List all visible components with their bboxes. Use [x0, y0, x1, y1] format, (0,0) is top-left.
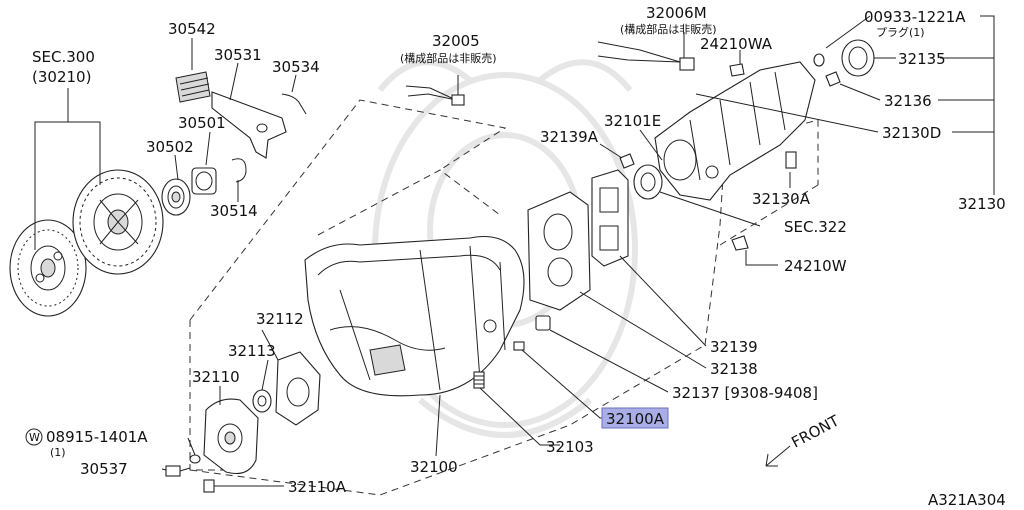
label-30534[interactable]: 30534: [272, 58, 320, 76]
harness-32005-part[interactable]: [405, 85, 465, 106]
label-32100[interactable]: 32100: [410, 458, 458, 476]
label-24210WA[interactable]: 24210WA: [700, 35, 773, 53]
bolt-32130A-part[interactable]: [785, 151, 797, 169]
bolt-32139A-part[interactable]: [619, 153, 635, 169]
callout-labels: SEC.300 (30210) 30542 30531 30534 30501 …: [25, 4, 1006, 509]
dust-boot-part[interactable]: [175, 71, 211, 103]
label-32137[interactable]: 32137 [9308-9408]: [672, 384, 818, 402]
label-08915-1401A[interactable]: 08915-1401A: [46, 428, 148, 446]
label-32005[interactable]: 32005: [432, 32, 480, 50]
label-32110A[interactable]: 32110A: [288, 478, 347, 496]
bolt-30537-part[interactable]: [165, 465, 191, 477]
label-32139[interactable]: 32139: [710, 338, 758, 356]
label-30514[interactable]: 30514: [210, 202, 258, 220]
oil-seal-part[interactable]: [252, 389, 272, 413]
front-label: FRONT: [788, 411, 842, 451]
harness-32006M-part[interactable]: [597, 41, 695, 71]
bracket-24210WA-part[interactable]: [729, 63, 745, 77]
front-cover-part[interactable]: [203, 398, 259, 475]
label-30501[interactable]: 30501: [178, 114, 226, 132]
gasket-part[interactable]: [275, 351, 321, 426]
retainer-spring-part[interactable]: [281, 93, 307, 115]
release-bearing-part[interactable]: [161, 178, 191, 216]
bolt-32110A-part[interactable]: [203, 479, 215, 493]
label-32138[interactable]: 32138: [710, 360, 758, 378]
label-32139A[interactable]: 32139A: [540, 128, 599, 146]
label-sec322[interactable]: SEC.322: [784, 218, 847, 236]
rear-extension-part[interactable]: [654, 61, 816, 201]
bearing-sleeve-part[interactable]: [191, 167, 217, 195]
clip-part[interactable]: [231, 158, 247, 183]
label-32130[interactable]: 32130: [958, 195, 1006, 213]
label-sec300-sub: (30210): [32, 68, 91, 86]
label-32110[interactable]: 32110: [192, 368, 240, 386]
label-30542[interactable]: 30542: [168, 20, 216, 38]
clutch-cover-part[interactable]: [72, 169, 164, 275]
label-08915-prefix: W: [29, 431, 40, 444]
washer-part[interactable]: [189, 454, 201, 464]
label-32006M[interactable]: 32006M: [646, 4, 707, 22]
label-32112[interactable]: 32112: [256, 310, 304, 328]
label-30537[interactable]: 30537: [80, 460, 128, 478]
release-lever-part[interactable]: [211, 91, 287, 159]
label-32006M-note: (構成部品は非販売): [620, 22, 717, 36]
label-32136[interactable]: 32136: [884, 92, 932, 110]
bolt-32136-part[interactable]: [825, 71, 841, 87]
label-32005-note: (構成部品は非販売): [400, 51, 497, 65]
label-32130A[interactable]: 32130A: [752, 190, 811, 208]
diagram-code: A321A304: [928, 491, 1006, 509]
label-24210W[interactable]: 24210W: [784, 257, 847, 275]
front-direction-arrow: FRONT: [765, 411, 843, 467]
label-32100A-highlight: [601, 407, 669, 429]
leader-lines: [34, 15, 995, 487]
label-32130D[interactable]: 32130D: [882, 124, 941, 142]
label-32100A[interactable]: 32100A: [606, 410, 665, 428]
washer-00933-part[interactable]: [813, 53, 825, 67]
label-08915-qty: (1): [50, 446, 66, 459]
breather-part[interactable]: [473, 371, 485, 389]
label-32113[interactable]: 32113: [228, 342, 276, 360]
rear-gasket-part[interactable]: [591, 169, 629, 267]
label-30531[interactable]: 30531: [214, 46, 262, 64]
washer-symbol-icon: [25, 428, 43, 446]
clutch-disc-part[interactable]: [9, 219, 87, 317]
adapter-plate-part[interactable]: [527, 191, 591, 311]
bracket-24210W-part[interactable]: [731, 235, 749, 251]
label-32101E[interactable]: 32101E: [604, 112, 661, 130]
label-00933-1221A[interactable]: 00933-1221A: [864, 8, 966, 26]
label-30502[interactable]: 30502: [146, 138, 194, 156]
label-00933-note: プラグ(1): [876, 25, 925, 39]
drain-plug-part[interactable]: [513, 341, 525, 351]
label-32103[interactable]: 32103: [546, 438, 594, 456]
label-sec300[interactable]: SEC.300: [32, 48, 95, 66]
sensor-plug-part[interactable]: [535, 315, 551, 331]
rear-seal-ring-part[interactable]: [633, 164, 663, 200]
label-32135[interactable]: 32135: [898, 50, 946, 68]
transmission-case-part[interactable]: [304, 235, 525, 397]
plug-32135-part[interactable]: [841, 39, 875, 77]
